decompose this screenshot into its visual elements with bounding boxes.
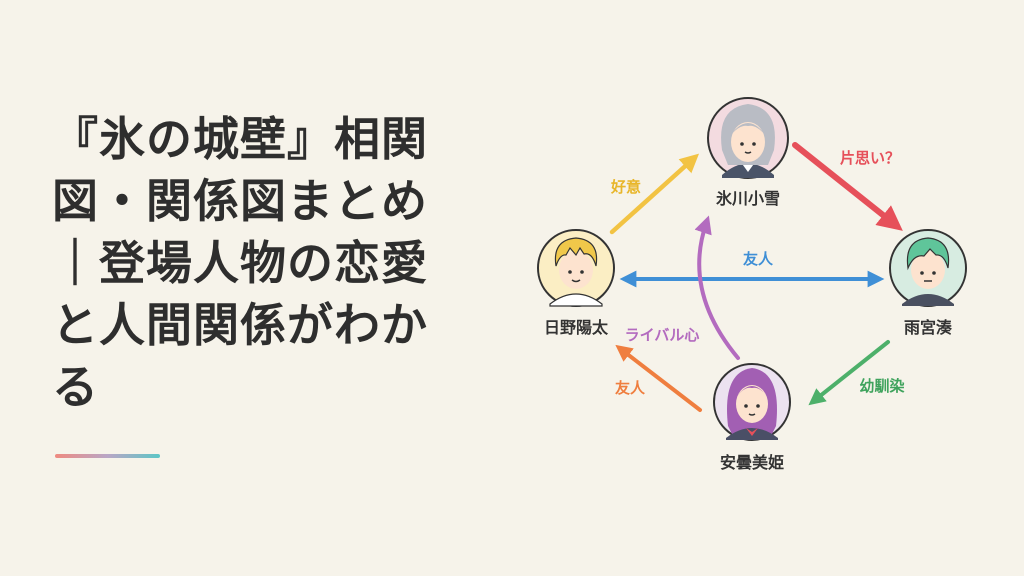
character-koyuki-name: 氷川小雪: [716, 189, 780, 208]
character-yota-name: 日野陽太: [544, 318, 609, 337]
character-minato-avatar: [889, 229, 967, 307]
arrow-miki-to-yota: [615, 344, 702, 412]
relation-label-miki-yota: 友人: [615, 379, 646, 397]
title-underline: [55, 454, 160, 458]
character-miki-name: 安曇美姫: [720, 453, 784, 472]
character-koyuki-avatar: [707, 97, 789, 179]
character-yota-avatar: [537, 229, 615, 307]
relation-label-miki-koyuki: ライバル心: [625, 326, 700, 344]
character-minato-name: 雨宮湊: [904, 318, 953, 337]
page-title: 『氷の城壁』相関図・関係図まとめ｜登場人物の恋愛と人間関係がわかる: [52, 112, 428, 414]
relation-label-yota-minato: 友人: [743, 250, 774, 268]
relation-label-yota-koyuki: 好意: [610, 178, 641, 196]
arrow-koyuki-to-minato: [792, 142, 903, 231]
arrow-minato-to-miki: [808, 340, 890, 406]
relation-label-koyuki-minato: 片思い？: [840, 149, 900, 167]
character-miki-avatar: [713, 363, 791, 441]
title-block: 『氷の城壁』相関図・関係図まとめ｜登場人物の恋愛と人間関係がわかる: [52, 108, 452, 418]
arrow-miki-to-koyuki: [694, 215, 740, 360]
arrow-yota-to-koyuki: [609, 153, 700, 235]
relation-label-minato-miki: 幼馴染: [859, 377, 905, 395]
